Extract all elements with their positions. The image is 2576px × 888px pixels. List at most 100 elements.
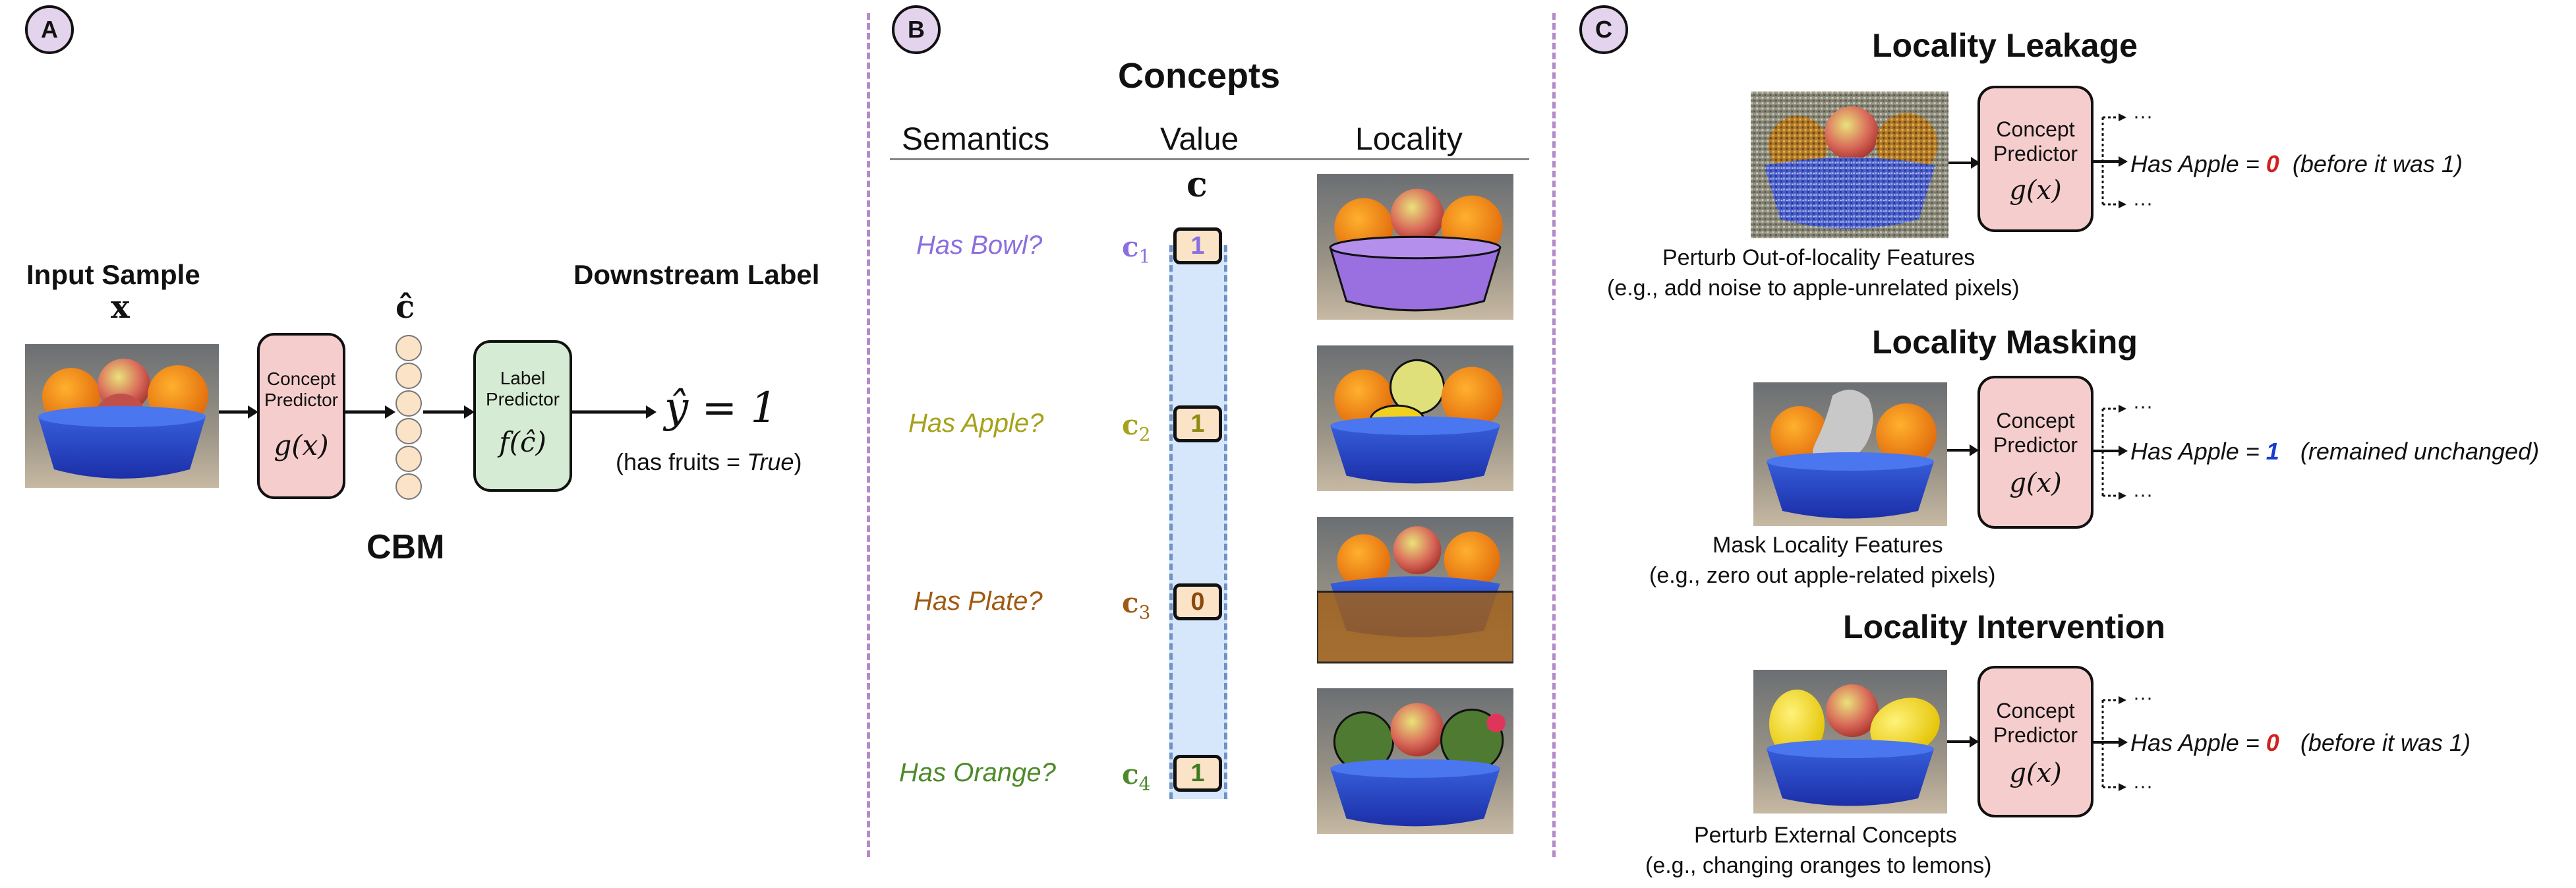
panel-b-badge: B	[892, 5, 941, 54]
header-semantics: Semantics	[902, 122, 1050, 157]
concept-vector-label: ĉ	[395, 289, 415, 326]
masking-output-value: 1	[2266, 438, 2279, 465]
panel-c-badge: C	[1579, 5, 1628, 54]
locality-intervention-title: Locality Intervention	[1843, 608, 2165, 645]
header-rule	[890, 158, 1529, 160]
intervention-arrow-in	[1947, 736, 1979, 748]
divider-bc	[1552, 13, 1556, 857]
var-c4: c4	[1122, 758, 1151, 795]
intervention-predictor-fn: g(x)	[2009, 758, 2062, 788]
concept-vector-cell	[395, 390, 422, 417]
concept-predictor-fn: g(x)	[274, 429, 329, 461]
output-note: (has fruits = True)	[616, 448, 802, 476]
masking-dots-top: ···	[2133, 396, 2153, 417]
intervention-dots-top: ···	[2133, 687, 2153, 709]
concept-vector	[394, 335, 423, 500]
semantic-has-bowl: Has Bowl?	[916, 231, 1043, 260]
arrow-label-predictor-to-output	[572, 405, 657, 419]
intervention-predictor-line1: Concept	[1996, 699, 2075, 723]
concept-predictor-line2: Predictor	[264, 390, 339, 410]
leakage-caption-2: (e.g., add noise to apple-unrelated pixe…	[1607, 276, 2020, 301]
leakage-dots-bottom: ···	[2133, 192, 2153, 214]
semantic-has-plate: Has Plate?	[914, 587, 1043, 616]
intervention-fanout	[2093, 696, 2128, 791]
label-predictor-fn: f(ĉ)	[499, 426, 546, 458]
intervention-caption-2: (e.g., changing oranges to lemons)	[1645, 853, 1992, 878]
label-predictor-box: Label Predictor f(ĉ)	[473, 340, 572, 492]
value-c4: 1	[1173, 755, 1222, 792]
concept-vector-column	[1169, 245, 1227, 799]
masking-predictor-line1: Concept	[1996, 409, 2075, 432]
concept-vector-cell	[395, 446, 422, 472]
output-note-prefix: (has fruits =	[616, 448, 747, 475]
output-equation: ŷ = 1	[664, 384, 778, 432]
arrow-input-to-predictor	[219, 405, 258, 419]
masking-arrow-in	[1947, 444, 1979, 456]
concept-vector-cell	[395, 363, 422, 389]
masking-caption-2: (e.g., zero out apple-related pixels)	[1649, 563, 1996, 588]
value-c3: 0	[1173, 583, 1222, 620]
masking-concept-predictor: Concept Predictor g(x)	[1977, 376, 2093, 529]
concept-predictor-box: Concept Predictor g(x)	[257, 333, 345, 499]
intervention-predictor-line2: Predictor	[1993, 723, 2078, 747]
var-c1: c1	[1122, 231, 1151, 268]
header-value: Value	[1160, 122, 1239, 157]
leakage-concept-predictor: Concept Predictor g(x)	[1977, 86, 2093, 232]
intervention-concept-predictor: Concept Predictor g(x)	[1977, 666, 2093, 817]
concept-vector-header: c	[1186, 165, 1208, 205]
label-predictor-line2: Predictor	[485, 389, 560, 409]
var-c2: c2	[1122, 409, 1151, 446]
input-sample-title: Input Sample	[26, 259, 200, 290]
output-note-value: True	[747, 448, 794, 475]
locality-masking-title: Locality Masking	[1872, 324, 2138, 361]
var-c3: c3	[1122, 587, 1151, 624]
concept-predictor-line1: Concept	[266, 369, 336, 389]
intervention-image	[1753, 670, 1947, 814]
value-c1: 1	[1173, 227, 1222, 264]
leakage-arrow-in	[1948, 157, 1980, 169]
model-name: CBM	[366, 528, 445, 566]
masking-caption-1: Mask Locality Features	[1712, 533, 1943, 558]
masking-fanout	[2093, 405, 2128, 500]
masking-output: Has Apple = 1 (remained unchanged)	[2130, 438, 2540, 465]
concept-vector-cell	[395, 418, 422, 444]
masking-predictor-fn: g(x)	[2009, 468, 2062, 498]
input-sample-image	[25, 344, 219, 488]
leakage-predictor-line1: Concept	[1996, 117, 2075, 141]
concepts-title: Concepts	[1118, 56, 1281, 96]
panel-a-badge: A	[25, 5, 74, 54]
locality-leakage-title: Locality Leakage	[1872, 27, 2138, 64]
leakage-noisy-image	[1751, 91, 1948, 239]
leakage-output: Has Apple = 0 (before it was 1)	[2130, 150, 2463, 177]
header-locality: Locality	[1355, 122, 1463, 157]
semantic-has-apple: Has Apple?	[908, 409, 1044, 438]
divider-ab	[867, 13, 870, 857]
concept-vector-cell	[395, 473, 422, 500]
masking-image	[1753, 382, 1947, 526]
leakage-fanout	[2093, 113, 2128, 208]
intervention-dots-bottom: ···	[2133, 775, 2153, 797]
intervention-caption-1: Perturb External Concepts	[1694, 823, 1957, 848]
intervention-output-value: 0	[2266, 729, 2279, 756]
output-note-suffix: )	[794, 448, 802, 475]
arrow-concepts-to-label-predictor	[423, 405, 475, 419]
masking-predictor-line2: Predictor	[1993, 433, 2078, 457]
locality-image-plate	[1317, 517, 1513, 664]
locality-image-orange	[1317, 688, 1513, 834]
downstream-label-title: Downstream Label	[573, 259, 820, 290]
locality-image-bowl	[1317, 174, 1513, 320]
leakage-caption-1: Perturb Out-of-locality Features	[1662, 245, 1976, 270]
concept-vector-cell	[395, 335, 422, 361]
leakage-predictor-fn: g(x)	[2009, 175, 2062, 206]
intervention-output: Has Apple = 0 (before it was 1)	[2130, 729, 2471, 756]
label-predictor-line1: Label	[500, 368, 546, 388]
leakage-predictor-line2: Predictor	[1993, 142, 2078, 165]
masking-dots-bottom: ···	[2133, 484, 2153, 506]
leakage-dots-top: ···	[2133, 105, 2153, 127]
leakage-output-value: 0	[2266, 150, 2279, 177]
locality-image-apple	[1317, 345, 1513, 491]
value-c2: 1	[1173, 405, 1222, 442]
arrow-predictor-to-concepts	[345, 405, 395, 419]
input-variable: x	[111, 289, 130, 326]
semantic-has-orange: Has Orange?	[899, 758, 1056, 787]
